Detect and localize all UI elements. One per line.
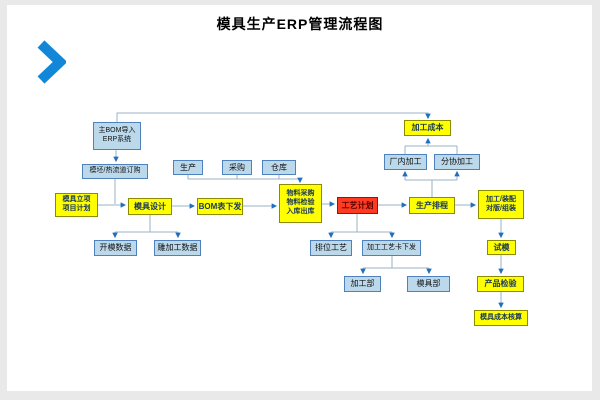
node-outsourced-processing: 分协加工 (434, 154, 480, 170)
node-mold-design: 模具设计 (128, 198, 172, 215)
node-main-bom-import: 主BOM导入 ERP系统 (93, 122, 141, 150)
node-purchase: 采购 (222, 160, 252, 175)
node-assembly: 加工/装配 对版/组装 (478, 190, 524, 219)
node-warehouse: 仓库 (262, 160, 296, 175)
node-production: 生产 (173, 160, 203, 175)
node-inhouse-processing: 厂内加工 (384, 154, 427, 170)
node-product-inspection: 产品检验 (477, 276, 524, 292)
node-project-initiation: 模具立项 项目计划 (55, 193, 98, 217)
node-trial-mold: 试模 (487, 240, 516, 255)
node-process-plan: 工艺计划 (337, 197, 378, 214)
node-bom-issue: BOM表下发 (197, 198, 243, 215)
node-mold-cost-accounting: 模具成本核算 (474, 310, 528, 326)
node-mold-open-data: 开模数据 (94, 240, 137, 256)
node-mold-dept: 模具部 (407, 276, 450, 292)
page-title: 模具生产ERP管理流程图 (216, 16, 384, 32)
node-layout-process: 排位工艺 (310, 240, 352, 256)
node-process-card-issue: 加工工艺卡下发 (362, 240, 421, 256)
node-engraving-data: 雕加工数据 (154, 240, 201, 256)
node-processing-dept: 加工部 (344, 276, 381, 292)
node-material-purchase: 物料采购 物料检验 入库出库 (279, 184, 322, 223)
node-blank-hotrunner-order: 模坯/热流道订购 (82, 164, 148, 179)
node-production-schedule: 生产排程 (409, 197, 455, 214)
node-processing-cost: 加工成本 (404, 120, 451, 136)
chevron-right-icon (36, 40, 68, 89)
